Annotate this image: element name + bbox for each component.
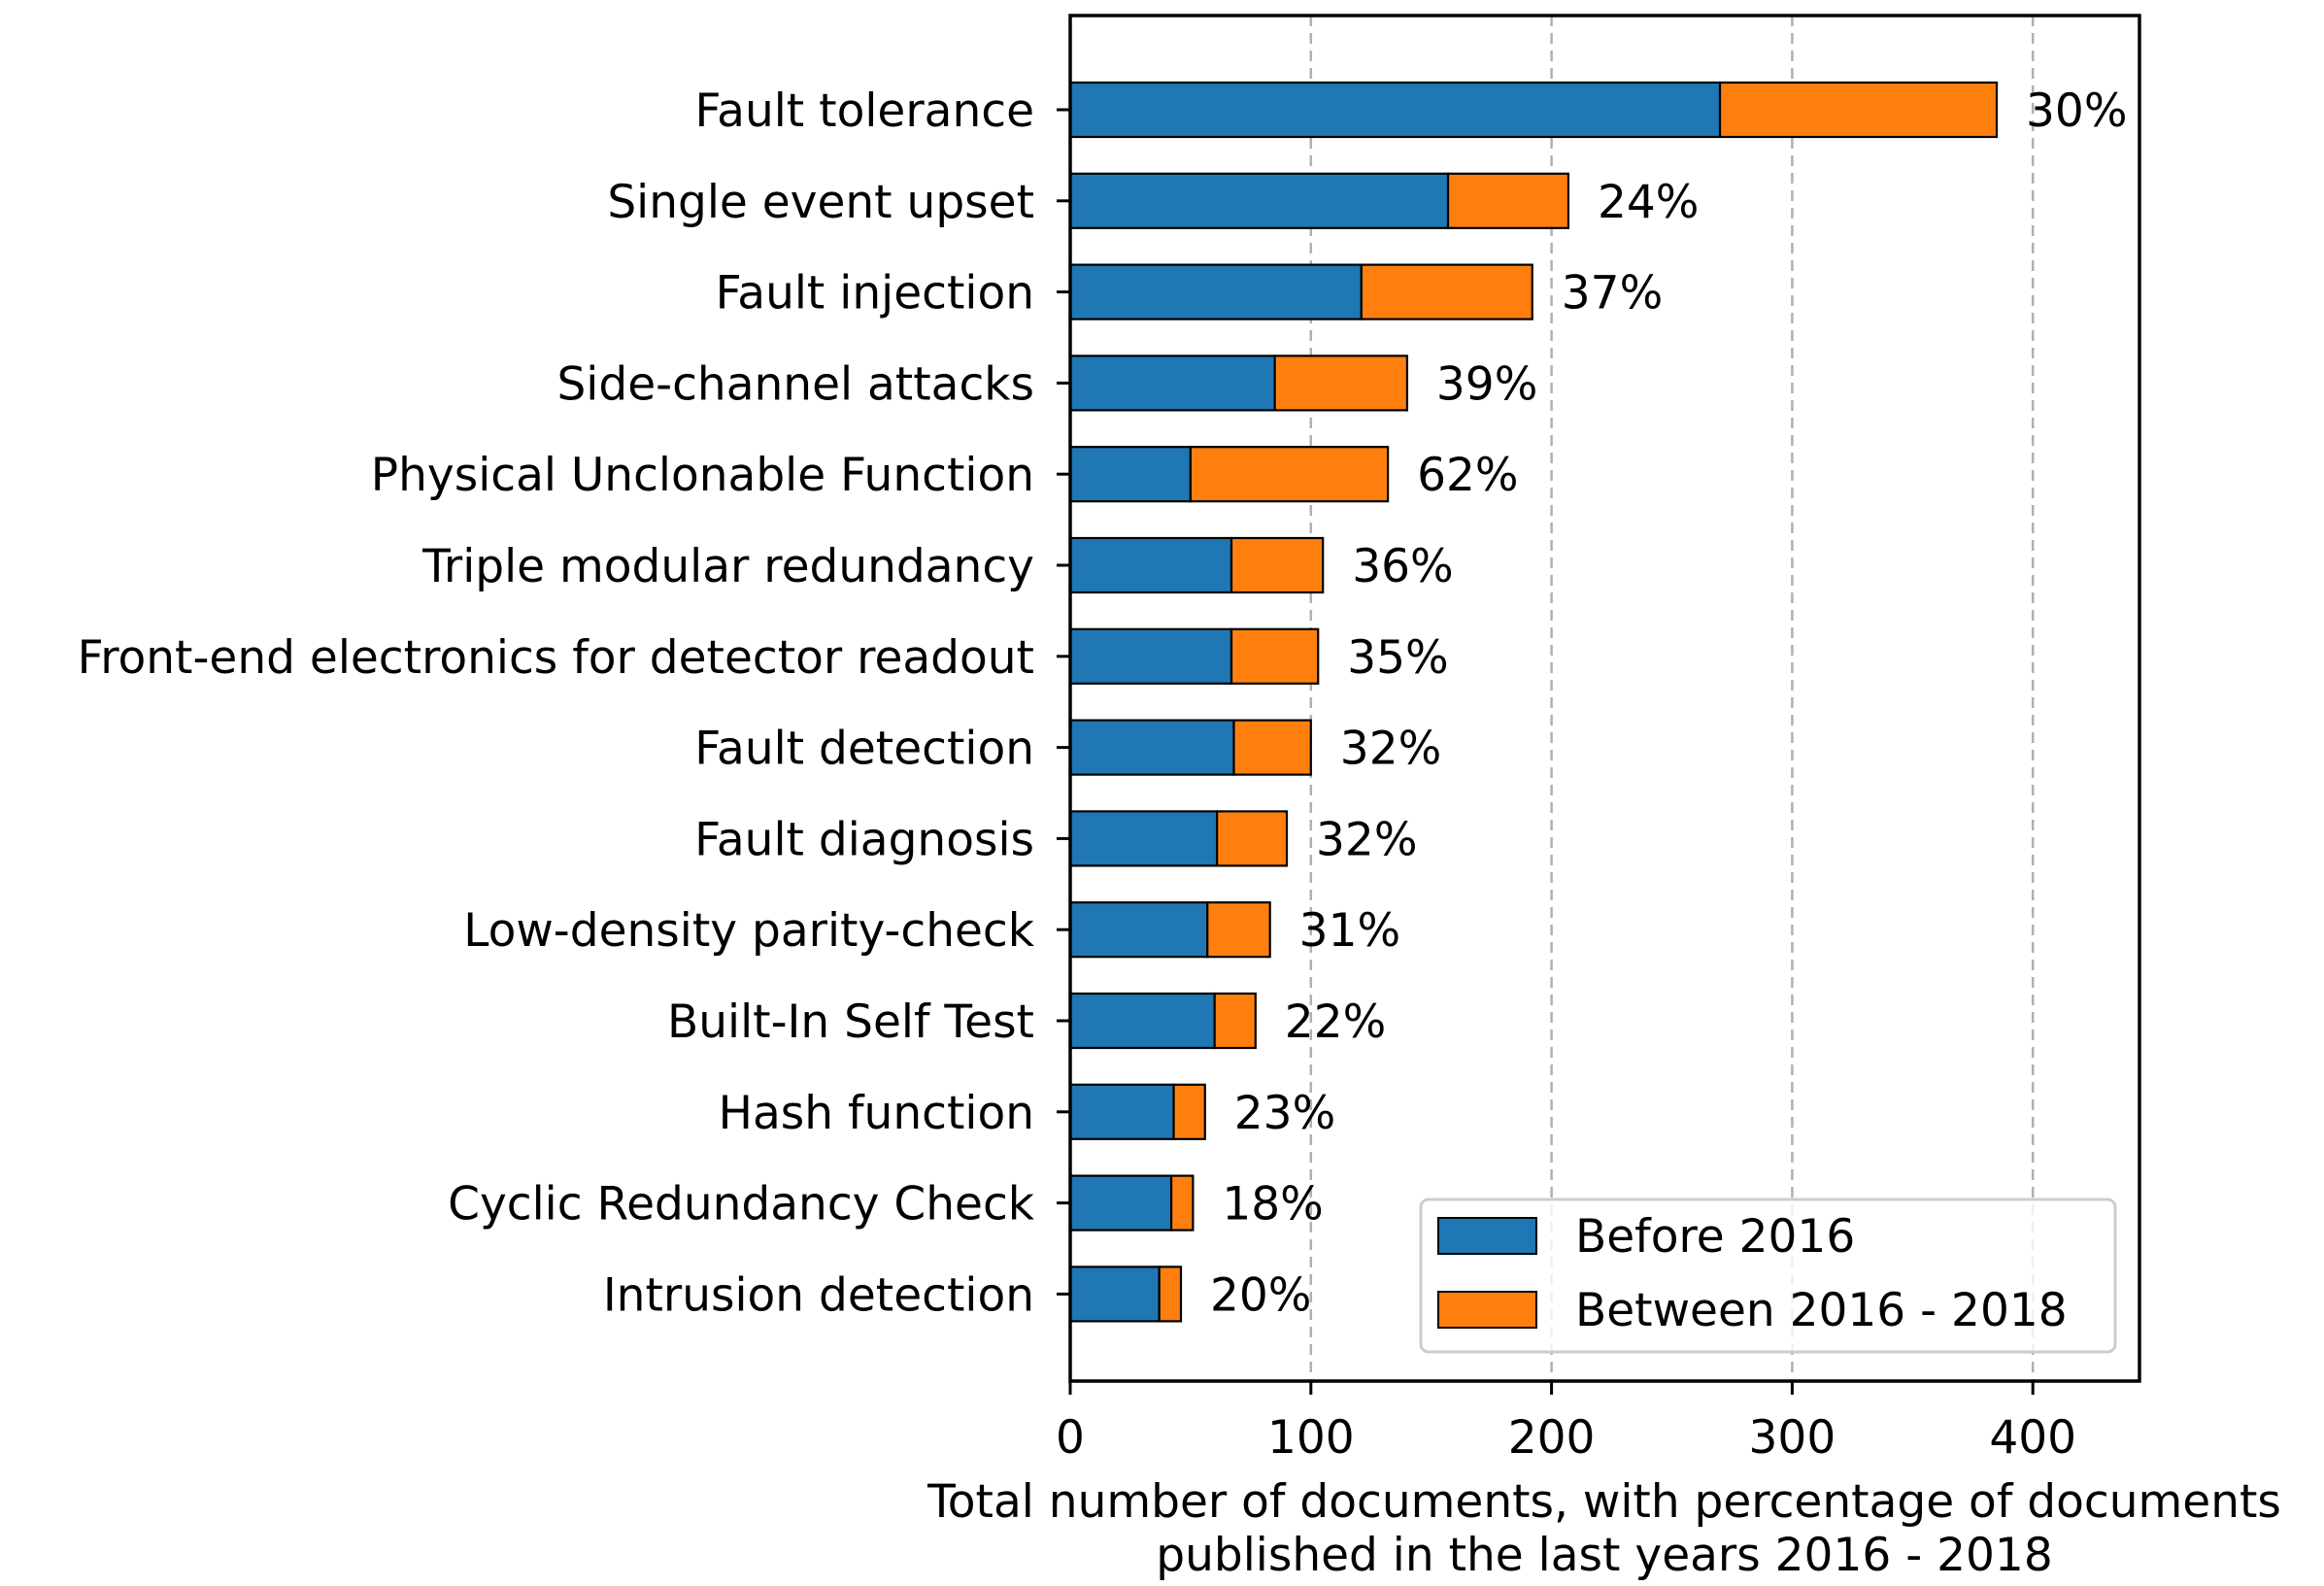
data-label-hash-function: 23% xyxy=(1234,1087,1335,1140)
legend-swatch-before-2016 xyxy=(1437,1217,1537,1255)
data-label-front-end-electronics-for-detector-readout: 35% xyxy=(1347,631,1448,685)
y-tick-label-fault-diagnosis: Fault diagnosis xyxy=(694,813,1034,866)
y-tick-label-cyclic-redundancy-check: Cyclic Redundancy Check xyxy=(448,1178,1035,1232)
bar-between-2016-2018-side-channel-attacks xyxy=(1273,354,1409,412)
bar-before-2016-fault-diagnosis xyxy=(1068,810,1219,867)
data-label-fault-diagnosis: 32% xyxy=(1316,813,1417,866)
bar-before-2016-fault-tolerance xyxy=(1068,81,1722,139)
bar-before-2016-fault-detection xyxy=(1068,719,1235,776)
bar-before-2016-low-density-parity-check xyxy=(1068,901,1209,959)
bar-before-2016-fault-injection xyxy=(1068,263,1363,321)
data-label-fault-injection: 37% xyxy=(1562,267,1663,321)
legend-swatch-between-2016-2018 xyxy=(1437,1291,1537,1329)
x-axis-label-line-2: published in the last years 2016 - 2018 xyxy=(1156,1529,2052,1582)
x-axis-label-line-1: Total number of documents, with percenta… xyxy=(926,1475,2281,1529)
bar-between-2016-2018-intrusion-detection xyxy=(1158,1265,1183,1323)
bar-between-2016-2018-physical-unclonable-function xyxy=(1189,446,1390,503)
data-label-fault-tolerance: 30% xyxy=(2026,84,2127,138)
x-tick-label-400: 400 xyxy=(1989,1411,2076,1465)
legend-label-before-2016: Before 2016 xyxy=(1575,1210,1855,1264)
legend: Before 2016 Between 2016 - 2018 xyxy=(1419,1198,2117,1354)
y-tick-label-front-end-electronics-for-detector-readout: Front-end electronics for detector reado… xyxy=(78,631,1034,685)
bar-between-2016-2018-fault-injection xyxy=(1360,263,1533,321)
bar-between-2016-2018-low-density-parity-check xyxy=(1206,901,1271,959)
y-tick-label-hash-function: Hash function xyxy=(719,1087,1034,1140)
data-label-low-density-parity-check: 31% xyxy=(1299,904,1400,958)
plot-area-frame xyxy=(1068,14,2141,1383)
bar-between-2016-2018-front-end-electronics-for-detector-readout xyxy=(1229,627,1320,685)
y-tick-label-fault-tolerance: Fault tolerance xyxy=(694,84,1034,138)
x-tick-label-300: 300 xyxy=(1749,1411,1836,1465)
bar-before-2016-side-channel-attacks xyxy=(1068,354,1276,412)
bar-between-2016-2018-cyclic-redundancy-check xyxy=(1169,1174,1195,1232)
data-label-fault-detection: 32% xyxy=(1340,723,1441,776)
data-labels: 30% 24% 37% 39% 62% 36% 35% 32% 32% 31% 22% 23% 18% 2… xyxy=(1210,84,2128,1322)
bar-between-2016-2018-single-event-upset xyxy=(1446,172,1570,229)
bar-between-2016-2018-fault-diagnosis xyxy=(1216,810,1289,867)
legend-label-between-2016-2018: Between 2016 - 2018 xyxy=(1575,1284,2068,1337)
y-tick-label-single-event-upset: Single event upset xyxy=(607,176,1034,229)
y-tick-label-intrusion-detection: Intrusion detection xyxy=(603,1268,1034,1322)
bar-before-2016-built-in-self-test xyxy=(1068,992,1216,1050)
bar-before-2016-physical-unclonable-function xyxy=(1068,446,1193,503)
data-label-triple-modular-redundancy: 36% xyxy=(1352,540,1453,593)
data-label-cyclic-redundancy-check: 18% xyxy=(1222,1178,1323,1232)
x-tick-label-200: 200 xyxy=(1508,1411,1596,1465)
bar-before-2016-intrusion-detection xyxy=(1068,1265,1161,1323)
data-label-intrusion-detection: 20% xyxy=(1210,1268,1311,1322)
bar-between-2016-2018-fault-tolerance xyxy=(1718,81,1999,139)
y-tick-label-physical-unclonable-function: Physical Unclonable Function xyxy=(371,449,1034,502)
y-tick-label-built-in-self-test: Built-In Self Test xyxy=(667,995,1034,1049)
legend-box xyxy=(1419,1198,2117,1354)
data-label-side-channel-attacks: 39% xyxy=(1436,357,1537,411)
bar-before-2016-cyclic-redundancy-check xyxy=(1068,1174,1173,1232)
y-tick-label-low-density-parity-check: Low-density parity-check xyxy=(463,904,1035,958)
y-tick-label-triple-modular-redundancy: Triple modular redundancy xyxy=(421,540,1034,593)
data-label-built-in-self-test: 22% xyxy=(1285,995,1386,1049)
bar-before-2016-front-end-electronics-for-detector-readout xyxy=(1068,627,1233,685)
y-tick-label-fault-detection: Fault detection xyxy=(694,723,1034,776)
x-tick-label-100: 100 xyxy=(1267,1411,1355,1465)
bars xyxy=(1068,81,1999,1323)
bar-between-2016-2018-fault-detection xyxy=(1232,719,1312,776)
bar-before-2016-single-event-upset xyxy=(1068,172,1450,229)
x-axis-ticks: 0 100 200 300 400 xyxy=(1056,1381,2076,1465)
data-label-single-event-upset: 24% xyxy=(1598,176,1699,229)
bar-before-2016-triple-modular-redundancy xyxy=(1068,536,1233,594)
y-tick-label-fault-injection: Fault injection xyxy=(716,267,1034,321)
bar-between-2016-2018-triple-modular-redundancy xyxy=(1229,536,1325,594)
bar-before-2016-hash-function xyxy=(1068,1083,1175,1140)
grid-lines xyxy=(1309,16,2035,1381)
y-tick-label-side-channel-attacks: Side-channel attacks xyxy=(556,357,1034,411)
x-tick-label-0: 0 xyxy=(1056,1411,1085,1465)
bar-between-2016-2018-hash-function xyxy=(1172,1083,1206,1140)
data-label-physical-unclonable-function: 62% xyxy=(1417,449,1518,502)
bar-between-2016-2018-built-in-self-test xyxy=(1213,992,1257,1050)
